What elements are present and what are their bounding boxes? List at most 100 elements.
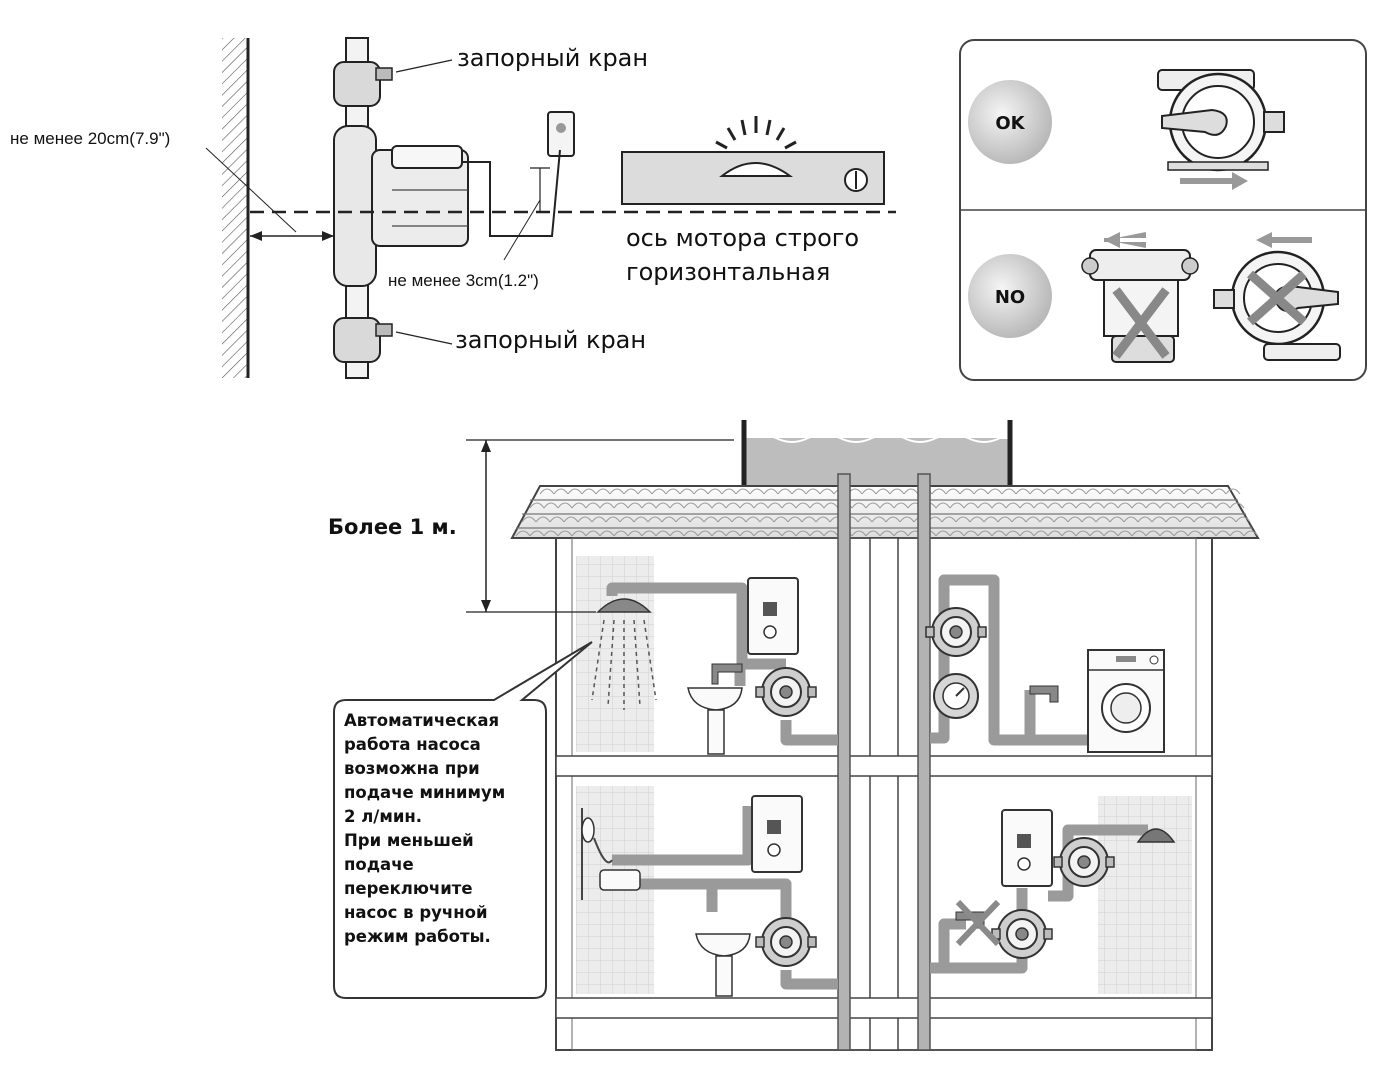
roof-tile xyxy=(731,516,747,523)
roof-tile xyxy=(759,516,775,523)
label-axis-line1: ось мотора строго xyxy=(626,224,859,252)
roof-tile xyxy=(861,488,877,495)
roof-tile xyxy=(949,502,965,509)
roof-tile xyxy=(935,530,951,537)
washing-machine xyxy=(1087,649,1165,753)
roof-tile xyxy=(1053,516,1069,523)
roof-tile xyxy=(1005,530,1021,537)
roof-tile xyxy=(1215,530,1231,537)
roof-tile xyxy=(721,488,737,495)
roof-tile xyxy=(665,488,681,495)
roof-tile xyxy=(899,516,915,523)
roof-tile xyxy=(963,530,979,537)
roof-tile xyxy=(1169,488,1185,495)
shower-hose-lower xyxy=(581,808,641,900)
roof-tile xyxy=(871,516,887,523)
roof-tile xyxy=(1089,530,1105,537)
ok-label: OK xyxy=(995,113,1025,134)
roof-tile xyxy=(1039,516,1055,523)
roof-tile xyxy=(795,530,811,537)
roof-tile xyxy=(549,516,565,523)
roof-tile xyxy=(777,488,793,495)
roof-tile xyxy=(997,516,1013,523)
roof-tile xyxy=(669,502,685,509)
roof-tile xyxy=(893,502,909,509)
roof-tile xyxy=(879,502,895,509)
roof-tile xyxy=(529,502,545,509)
roof-tile xyxy=(983,516,999,523)
shower-head-lower xyxy=(1136,828,1176,843)
pump-lower-left xyxy=(755,917,817,967)
roof-tile xyxy=(553,488,569,495)
roof-tile xyxy=(1137,516,1153,523)
label-valve-top: запорный кран xyxy=(457,44,648,72)
roof-tile xyxy=(707,488,723,495)
roof-tile xyxy=(1235,516,1251,523)
roof-tile xyxy=(1103,530,1119,537)
roof-tile xyxy=(977,502,993,509)
roof-tile xyxy=(903,488,919,495)
note-line: возможна при xyxy=(344,759,480,778)
roof-tile xyxy=(1029,488,1045,495)
roof-tile xyxy=(1019,530,1035,537)
roof-tile xyxy=(977,530,993,537)
roof-tile xyxy=(1071,488,1087,495)
roof-tile xyxy=(725,530,741,537)
roof-tile xyxy=(935,502,951,509)
roof-tile xyxy=(851,530,867,537)
pump-upper-right xyxy=(925,607,987,657)
roof-tile xyxy=(1183,488,1199,495)
water-heater-upper-left xyxy=(747,577,799,655)
roof-tile xyxy=(577,516,593,523)
roof-tile xyxy=(1011,516,1027,523)
wall xyxy=(222,38,248,378)
installation-scheme: запорный кран запорный кран не менее 20c… xyxy=(10,37,896,379)
roof-tile xyxy=(1015,488,1031,495)
roof-tile xyxy=(885,516,901,523)
roof-tile xyxy=(767,530,783,537)
roof-tile xyxy=(627,502,643,509)
roof-tile xyxy=(581,488,597,495)
roof-tile xyxy=(781,530,797,537)
roof-tile xyxy=(585,530,601,537)
roof-tile xyxy=(637,488,653,495)
roof-tile xyxy=(669,530,685,537)
roof-tile xyxy=(823,530,839,537)
roof-tile xyxy=(1061,502,1077,509)
roof-tile xyxy=(1159,530,1175,537)
roof-tile xyxy=(889,488,905,495)
roof-tile xyxy=(605,516,621,523)
roof-tile xyxy=(795,502,811,509)
roof-tile xyxy=(571,502,587,509)
note-callout: Автоматическая работа насоса возможна пр… xyxy=(333,641,593,999)
roof-tile xyxy=(557,502,573,509)
roof-tile xyxy=(1179,516,1195,523)
roof-tile xyxy=(591,516,607,523)
roof-tile xyxy=(563,516,579,523)
roof-tile xyxy=(1033,530,1049,537)
roof xyxy=(510,485,1260,539)
shutoff-valve-bottom xyxy=(333,317,453,363)
roof-tile xyxy=(1117,502,1133,509)
roof-tile xyxy=(991,530,1007,537)
roof-tile xyxy=(599,502,615,509)
roof-tile xyxy=(819,488,835,495)
roof-tile xyxy=(1225,488,1241,495)
roof-tile xyxy=(1243,530,1259,537)
roof-tile xyxy=(655,502,671,509)
roof-tile xyxy=(543,502,559,509)
roof-tile xyxy=(725,502,741,509)
note-text: Автоматическая работа насоса возможна пр… xyxy=(344,711,511,946)
roof-tile xyxy=(991,502,1007,509)
roof-tile xyxy=(571,530,587,537)
roof-tile xyxy=(753,502,769,509)
roof-tile xyxy=(763,488,779,495)
pump-upper-left xyxy=(755,667,817,717)
pump-lower-right-a xyxy=(991,909,1053,959)
roof-tile xyxy=(791,488,807,495)
roof-tile xyxy=(651,488,667,495)
roof-tile xyxy=(717,516,733,523)
water-pipes xyxy=(606,574,1148,990)
roof-tile xyxy=(1025,516,1041,523)
